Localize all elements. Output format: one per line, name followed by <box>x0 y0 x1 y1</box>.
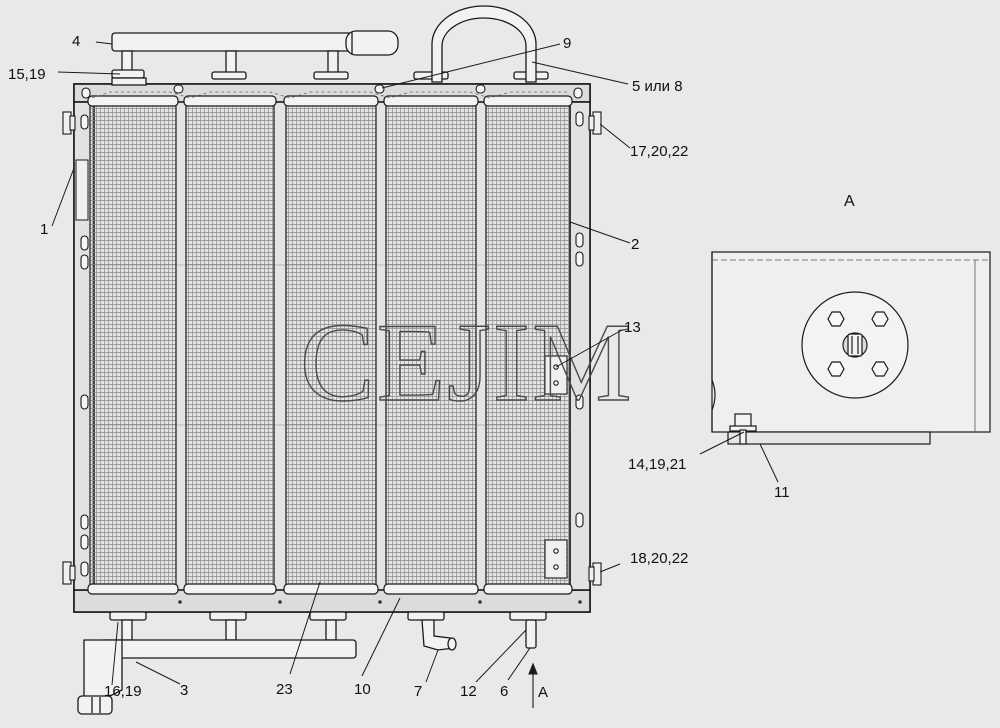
callout-17-20-22: 17,20,22 <box>630 143 688 160</box>
callout-arrow-a: A <box>538 684 548 701</box>
callout-18-20-22: 18,20,22 <box>630 550 688 567</box>
callout-1: 1 <box>40 221 48 238</box>
callout-23: 23 <box>276 681 293 698</box>
callout-6: 6 <box>500 683 508 700</box>
callout-3: 3 <box>180 682 188 699</box>
callout-14-19-21: 14,19,21 <box>628 456 686 473</box>
callout-labels: 4 15,19 9 5 или 8 17,20,22 1 2 13 14,19,… <box>8 33 790 701</box>
core-section-4 <box>385 103 477 591</box>
lifting-loop <box>431 5 537 83</box>
detail-view-a <box>711 251 991 445</box>
callout-10: 10 <box>354 681 371 698</box>
core-section-1 <box>89 103 177 591</box>
callout-11: 11 <box>774 484 790 501</box>
callout-4: 4 <box>72 33 80 50</box>
watermark: CEJIM <box>300 301 634 425</box>
detail-view-title: A <box>844 193 855 210</box>
core-section-2 <box>185 103 275 591</box>
side-bolts <box>62 111 602 586</box>
callout-7: 7 <box>414 683 422 700</box>
callout-2: 2 <box>631 236 639 253</box>
callout-5-or-8: 5 или 8 <box>632 78 683 95</box>
callout-13: 13 <box>624 319 641 336</box>
top-pipe <box>111 30 549 86</box>
callout-15-19: 15,19 <box>8 66 46 83</box>
radiator-core-sections <box>89 103 571 591</box>
callout-16-19: 16,19 <box>104 683 142 700</box>
view-arrow-a <box>528 662 538 708</box>
leader-lines <box>51 41 779 686</box>
callout-12: 12 <box>460 683 477 700</box>
callout-9: 9 <box>563 35 571 52</box>
drain-pipe <box>421 619 457 651</box>
